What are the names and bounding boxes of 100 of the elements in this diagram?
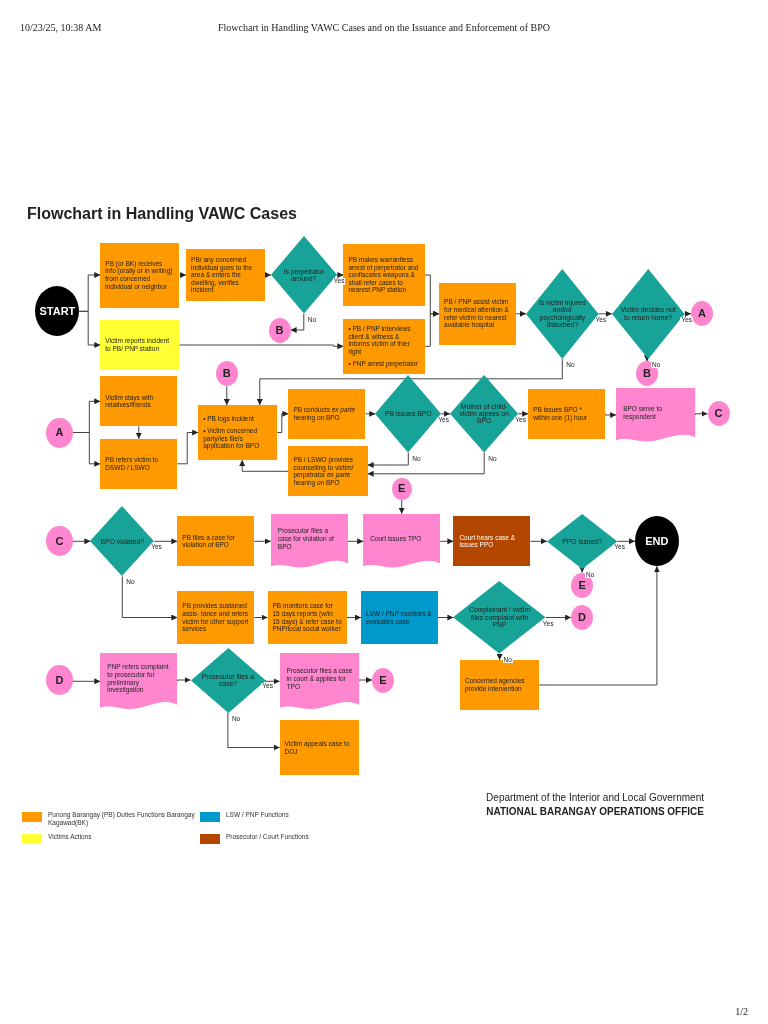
circle-label: B (643, 367, 651, 381)
arrow (290, 313, 305, 333)
arrow (264, 272, 272, 278)
document-shape (100, 652, 178, 710)
arrow (598, 310, 613, 317)
arrow (346, 614, 362, 621)
arrow (437, 614, 454, 621)
arrow (517, 410, 529, 417)
arrow (135, 425, 142, 440)
process-box (288, 388, 366, 439)
circle-label: C (55, 534, 64, 548)
process-box (361, 591, 438, 644)
header-date: 10/23/25, 10:38 AM (20, 22, 102, 33)
diagram-title: Flowchart in Handling VAWC Cases (27, 205, 297, 223)
connector-circle (571, 605, 594, 630)
header-title: Flowchart in Handling VAWC Cases and on the Issuance and Enforcement of BPO (217, 22, 551, 33)
arrow (515, 310, 527, 317)
arrow (78, 310, 101, 348)
department-name: Department of the Interior and Local Government (486, 792, 704, 803)
arrow (153, 538, 178, 545)
arrow (694, 410, 708, 417)
arrow (239, 459, 289, 472)
connector-circle (215, 361, 238, 387)
document-shape (616, 387, 696, 443)
circle-label: D (578, 611, 587, 624)
page-number: 1/2 (735, 1006, 748, 1017)
circle-label: E (379, 673, 387, 687)
process-box (439, 282, 517, 345)
connector-circle (46, 526, 73, 557)
arrow (264, 678, 281, 685)
process-box (100, 320, 180, 370)
connector-circle (691, 301, 713, 327)
arrow (347, 538, 364, 545)
circle-label: B (275, 323, 284, 337)
circle-label: A (698, 307, 706, 321)
process-box (343, 243, 425, 307)
process-box (528, 388, 606, 439)
arrow (440, 410, 451, 417)
arrow (253, 614, 268, 621)
arrow (179, 343, 344, 350)
document-shape (363, 513, 441, 569)
circle-label: A (55, 426, 64, 439)
arrow (72, 538, 91, 545)
arrow (616, 538, 636, 545)
connector-circle (268, 317, 291, 343)
arrow (72, 432, 101, 467)
arrow (439, 538, 454, 545)
arrow (358, 677, 373, 683)
arrow (176, 429, 199, 465)
office-name: NATIONAL BARANGAY OPERATIONS OFFICE (486, 806, 704, 817)
circle-label: D (55, 673, 64, 687)
arrow (179, 272, 187, 278)
process-box (279, 720, 359, 775)
connector-circle (372, 667, 394, 693)
arrow (253, 538, 272, 545)
connector-circle (46, 665, 73, 695)
circle-label: C (714, 407, 723, 421)
connector-circle (391, 477, 412, 500)
arrow (644, 355, 650, 362)
process-box (288, 446, 368, 497)
process-box (177, 591, 255, 644)
arrow (364, 410, 376, 417)
process-box (100, 438, 178, 489)
arrow (336, 272, 344, 278)
circle-label: END (645, 534, 669, 548)
arrow (176, 677, 191, 683)
arrow (367, 452, 409, 468)
connector-circle (636, 361, 658, 387)
process-box (186, 248, 266, 302)
connector-circle (707, 401, 730, 427)
arrow (223, 385, 230, 406)
arrow (367, 452, 485, 477)
arrow (72, 678, 101, 685)
connector-circle (571, 572, 594, 598)
document-shape (279, 652, 359, 710)
arrow (579, 566, 586, 573)
arrow (529, 538, 548, 545)
start-circle (35, 286, 80, 337)
process-box (343, 318, 425, 374)
arrow (256, 358, 563, 406)
connector-circle (46, 417, 73, 448)
arrow (398, 499, 405, 515)
arrow (121, 575, 178, 621)
arrow (683, 310, 692, 317)
circle-label: START (39, 304, 76, 318)
process-box (100, 242, 180, 308)
process-box (198, 405, 278, 460)
process-box (267, 591, 347, 644)
circle-label: E (398, 482, 406, 496)
process-box (460, 660, 540, 710)
arrow (604, 412, 617, 418)
document-shape (270, 513, 348, 569)
arrow (227, 712, 281, 751)
process-box (453, 516, 531, 567)
circle-label: E (578, 578, 586, 592)
arrow (496, 653, 503, 661)
arrow (276, 410, 289, 433)
arrow (538, 565, 660, 686)
arrow (545, 614, 572, 621)
arrow (424, 310, 440, 347)
